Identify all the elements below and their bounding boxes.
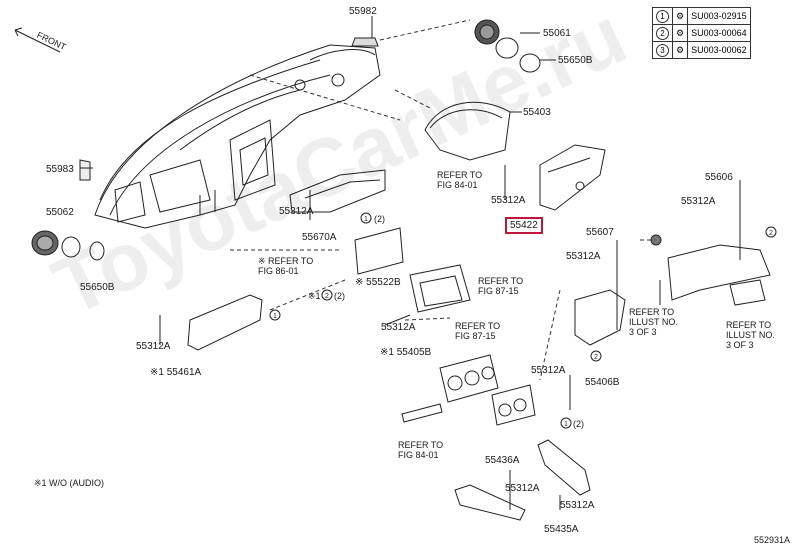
svg-text:2: 2	[594, 354, 598, 361]
part-55422-shape	[539, 144, 606, 211]
refer-note[interactable]: ※ REFER TO FIG 86-01	[258, 256, 314, 276]
part-55650B-top-label[interactable]: 55650B	[558, 55, 593, 66]
part-55435A-shape	[537, 439, 591, 496]
part-55312A-label[interactable]: 55312A	[566, 251, 601, 262]
footnote: ※1 W/O (AUDIO)	[34, 478, 105, 488]
svg-text:1: 1	[273, 313, 277, 320]
part-55522B-shape	[354, 227, 404, 275]
refer-note[interactable]: REFER TO FIG 84-01	[398, 440, 444, 460]
part-55522B-label[interactable]: ※ 55522B	[355, 277, 401, 288]
part-55982-shape	[351, 37, 379, 47]
svg-text:2: 2	[325, 293, 329, 300]
part-55312A-label[interactable]: 55312A	[531, 365, 566, 376]
key-row: 1⚙SU003-02915	[652, 7, 751, 25]
part-55312A-label[interactable]: 55312A	[505, 483, 540, 494]
part-55405B-label[interactable]: ※1 55405B	[380, 347, 432, 358]
part-55312A-label[interactable]: 55312A	[279, 206, 314, 217]
part-55461A-label[interactable]: ※1 55461A	[150, 367, 202, 378]
part-55983-shape	[79, 159, 91, 181]
part-55436A-label[interactable]: 55436A	[485, 455, 520, 466]
part-55461A-shape	[187, 294, 263, 351]
refer-note[interactable]: REFER TO FIG 87-15	[455, 321, 501, 341]
part-55403-label[interactable]: 55403	[523, 107, 551, 118]
refer-note[interactable]: REFER TO ILLUST NO. 3 OF 3	[726, 320, 775, 350]
refer-note[interactable]: REFER TO FIG 84-01	[437, 170, 483, 190]
vent-55061-shape	[474, 19, 541, 73]
part-55606-shape	[667, 244, 771, 301]
svg-text:1: 1	[564, 421, 568, 428]
key-code[interactable]: SU003-00062	[687, 41, 751, 59]
diagram-id: 552931A	[754, 535, 791, 545]
bolt-icon: ⚙	[671, 7, 689, 25]
callout-qty: (2)	[374, 214, 385, 224]
key-row: 3⚙SU003-00062	[652, 41, 751, 59]
part-55670A-shape	[289, 169, 386, 213]
dashboard-assembly	[94, 44, 381, 229]
refer-note[interactable]: REFER TO FIG 87-15	[478, 276, 524, 296]
part-55312A-label[interactable]: 55312A	[560, 500, 595, 511]
key-number: 1	[656, 9, 669, 23]
svg-text:2: 2	[769, 230, 773, 237]
part-55606-label[interactable]: 55606	[705, 172, 733, 183]
part-55670A-label[interactable]: 55670A	[302, 232, 337, 243]
callout-note: ※1	[308, 291, 321, 301]
svg-text:1: 1	[364, 216, 368, 223]
part-55435A-label[interactable]: 55435A	[544, 524, 579, 535]
part-55607-shape	[574, 289, 626, 346]
part-55403-shape	[424, 101, 511, 161]
callout-qty: (2)	[334, 291, 345, 301]
part-55312A-label[interactable]: 55312A	[136, 341, 171, 352]
part-55650B-left-label[interactable]: 55650B	[80, 282, 115, 293]
part-55312A-label[interactable]: 55312A	[381, 322, 416, 333]
key-code[interactable]: SU003-02915	[687, 7, 751, 25]
part-55061-label[interactable]: 55061	[543, 28, 571, 39]
part-55405B-shape	[409, 264, 471, 313]
part-55983-label[interactable]: 55983	[46, 164, 74, 175]
key-row: 2⚙SU003-00064	[652, 24, 751, 42]
part-55062-label[interactable]: 55062	[46, 207, 74, 218]
key-number: 2	[656, 26, 669, 40]
part-55607-label[interactable]: 55607	[586, 227, 614, 238]
refer-note[interactable]: REFER TO ILLUST NO. 3 OF 3	[629, 307, 678, 337]
part-55436A-shape	[454, 484, 526, 521]
key-number: 3	[656, 43, 669, 57]
bolt-icon: ⚙	[671, 41, 689, 59]
part-55312A-label[interactable]: 55312A	[491, 195, 526, 206]
key-code[interactable]: SU003-00064	[687, 24, 751, 42]
bolt-icon: ⚙	[671, 24, 689, 42]
part-55422-highlighted-label[interactable]: 55422	[505, 217, 543, 234]
vent-55062-shape	[31, 230, 105, 261]
part-55406B-label[interactable]: 55406B	[585, 377, 620, 388]
callout-qty: (2)	[573, 419, 584, 429]
part-55312A-label[interactable]: 55312A	[681, 196, 716, 207]
clip-shape	[650, 234, 662, 246]
part-55982-label[interactable]: 55982	[349, 6, 377, 17]
heater-control-shape	[401, 354, 536, 426]
